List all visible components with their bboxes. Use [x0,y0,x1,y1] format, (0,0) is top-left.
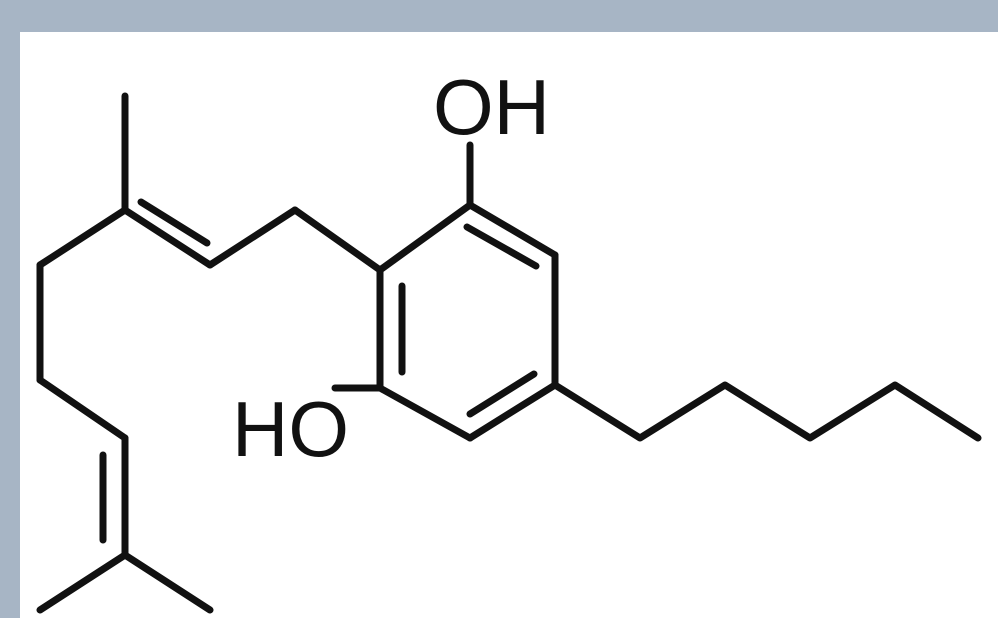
ring-bond-c1-c2 [376,201,474,274]
ring-bond-c5-c6 [376,384,474,442]
side-chain-double-inner [137,198,211,247]
pentyl-chain [551,381,982,442]
side-chain-c3 [36,376,129,442]
hydroxyl-left-label: HO [232,385,349,473]
hydroxyl-top-label: OH [433,63,550,151]
terminal-methyl-left [36,551,129,614]
ring-inner-double-c4-c5 [466,370,538,418]
ring-inner-double-c2-c3 [463,223,540,270]
side-chain-double-main [121,206,214,269]
allyl-bond-ch2-ch [206,206,299,269]
ring-bond-c2-c3 [466,201,559,259]
allyl-bond-ring-ch2 [291,206,384,274]
structure-panel [20,32,998,618]
terminal-methyl-right [121,551,214,614]
ring-bond-c4-c5 [466,381,559,442]
side-chain-c1 [36,206,129,269]
